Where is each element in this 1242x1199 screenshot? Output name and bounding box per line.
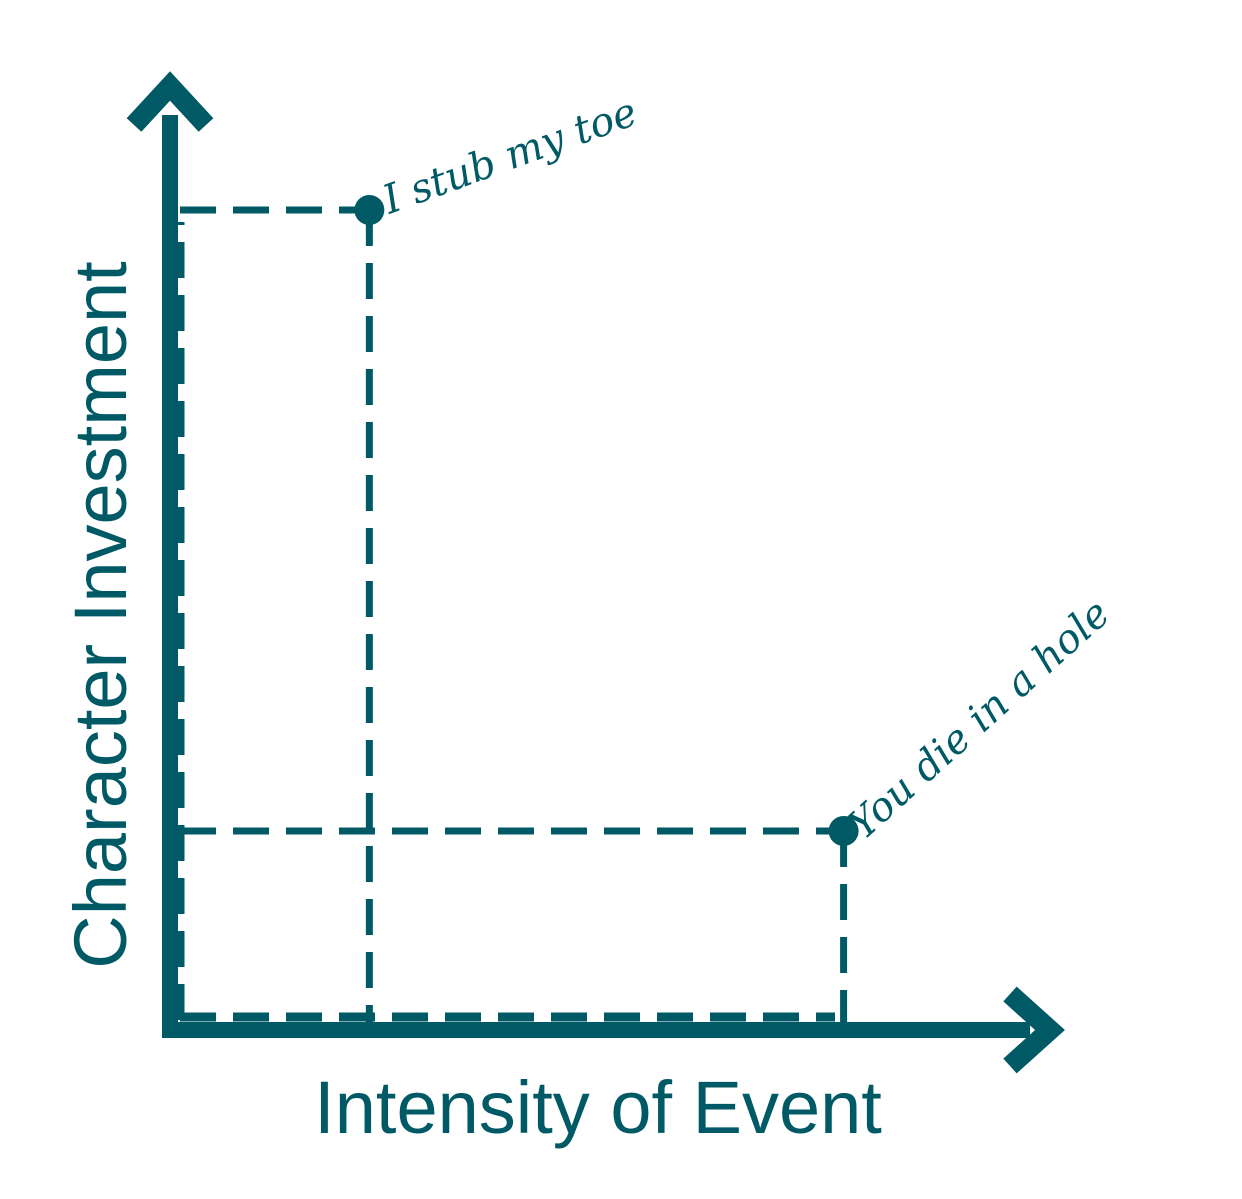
x-axis-arrowhead: [1003, 986, 1065, 1074]
data-points: [354, 195, 859, 846]
guide-lines: [175, 206, 848, 1030]
data-point: [354, 195, 385, 225]
point-label: You die in a hole: [840, 590, 1119, 848]
x-axis-label: Intensity of Event: [314, 1066, 882, 1149]
data-point: [828, 816, 859, 846]
axes: [126, 71, 1065, 1074]
y-axis-arrowhead: [126, 71, 214, 132]
y-axis-label: Character Investment: [59, 261, 142, 969]
point-label: I stub my toe: [376, 89, 643, 224]
